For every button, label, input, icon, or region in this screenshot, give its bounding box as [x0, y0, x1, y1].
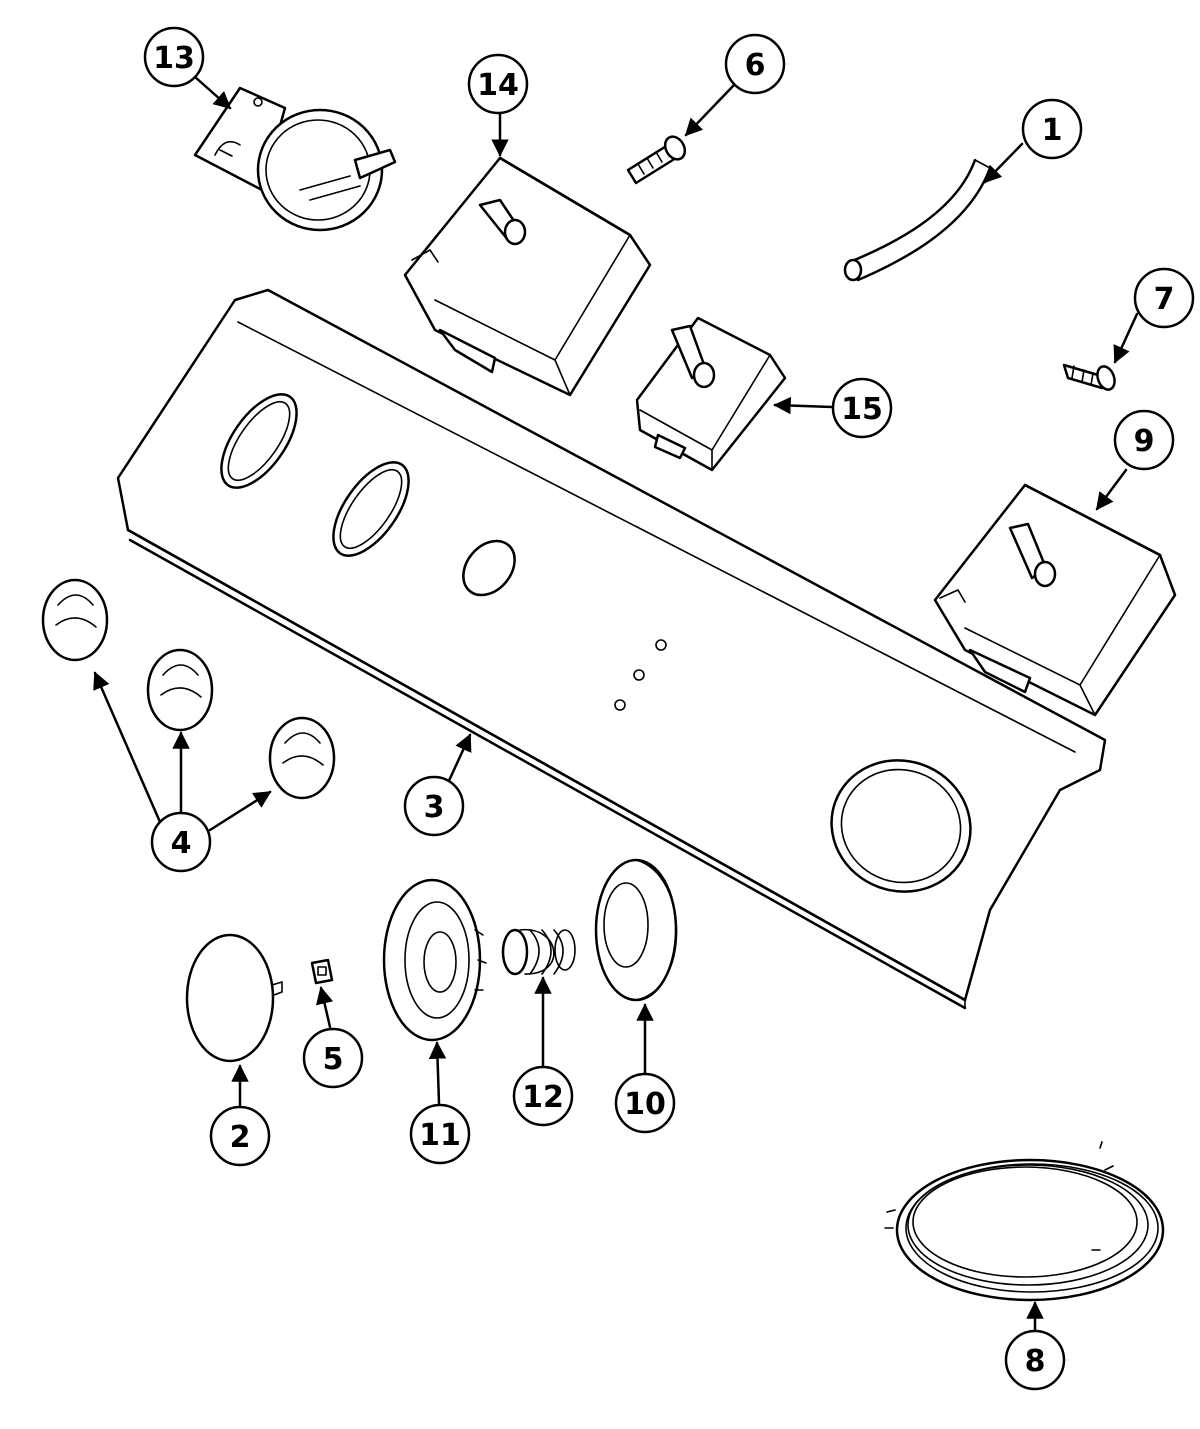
callout-3-label: 3	[424, 790, 445, 825]
callout-15: 15	[831, 377, 893, 439]
lens-part	[185, 933, 283, 1063]
callout-11-label: 11	[419, 1118, 461, 1153]
leader-lines	[93, 75, 1139, 1332]
callout-8: 8	[1004, 1329, 1066, 1391]
ring-part	[594, 858, 678, 1002]
callout-10-label: 10	[624, 1087, 666, 1122]
callout-7-label: 7	[1154, 282, 1175, 317]
timer-part	[403, 156, 652, 397]
callout-12-label: 12	[522, 1080, 564, 1115]
callout-12: 12	[512, 1065, 574, 1127]
callout-3: 3	[403, 775, 465, 837]
knob-parts	[41, 578, 336, 800]
selector-switch-part	[933, 483, 1177, 717]
callout-5-label: 5	[323, 1042, 344, 1077]
callout-10: 10	[614, 1072, 676, 1134]
hose-part	[843, 158, 992, 282]
callout-4: 4	[150, 811, 212, 873]
panel-slot-openings	[220, 393, 516, 597]
callout-14: 14	[467, 53, 529, 115]
wire-harness-part	[884, 1141, 1165, 1302]
callout-15-label: 15	[841, 392, 883, 427]
spring-part	[501, 928, 576, 976]
callout-1: 1	[1021, 98, 1083, 160]
callout-11: 11	[409, 1103, 471, 1165]
callout-1-label: 1	[1042, 113, 1063, 148]
clip-part	[310, 958, 334, 985]
pressure-switch-part	[193, 86, 397, 232]
callout-13: 13	[143, 26, 205, 88]
callout-4-label: 4	[171, 826, 192, 861]
switch-part	[635, 316, 787, 472]
callout-14-label: 14	[477, 68, 519, 103]
screw-part-7	[1062, 363, 1116, 391]
callout-7: 7	[1133, 267, 1195, 329]
callout-5: 5	[302, 1027, 364, 1089]
callout-6: 6	[724, 33, 786, 95]
callout-13-label: 13	[153, 41, 195, 76]
screw-part-6	[626, 135, 687, 185]
panel-indicator-holes	[614, 639, 667, 711]
callout-9: 9	[1113, 409, 1175, 471]
control-panel	[116, 288, 1107, 1010]
callout-6-label: 6	[745, 48, 766, 83]
bezel-part	[382, 878, 487, 1042]
callout-8-label: 8	[1025, 1344, 1046, 1379]
callout-2-label: 2	[230, 1120, 251, 1155]
panel-round-opening	[830, 759, 972, 893]
callout-9-label: 9	[1134, 424, 1155, 459]
callout-2: 2	[209, 1105, 271, 1167]
